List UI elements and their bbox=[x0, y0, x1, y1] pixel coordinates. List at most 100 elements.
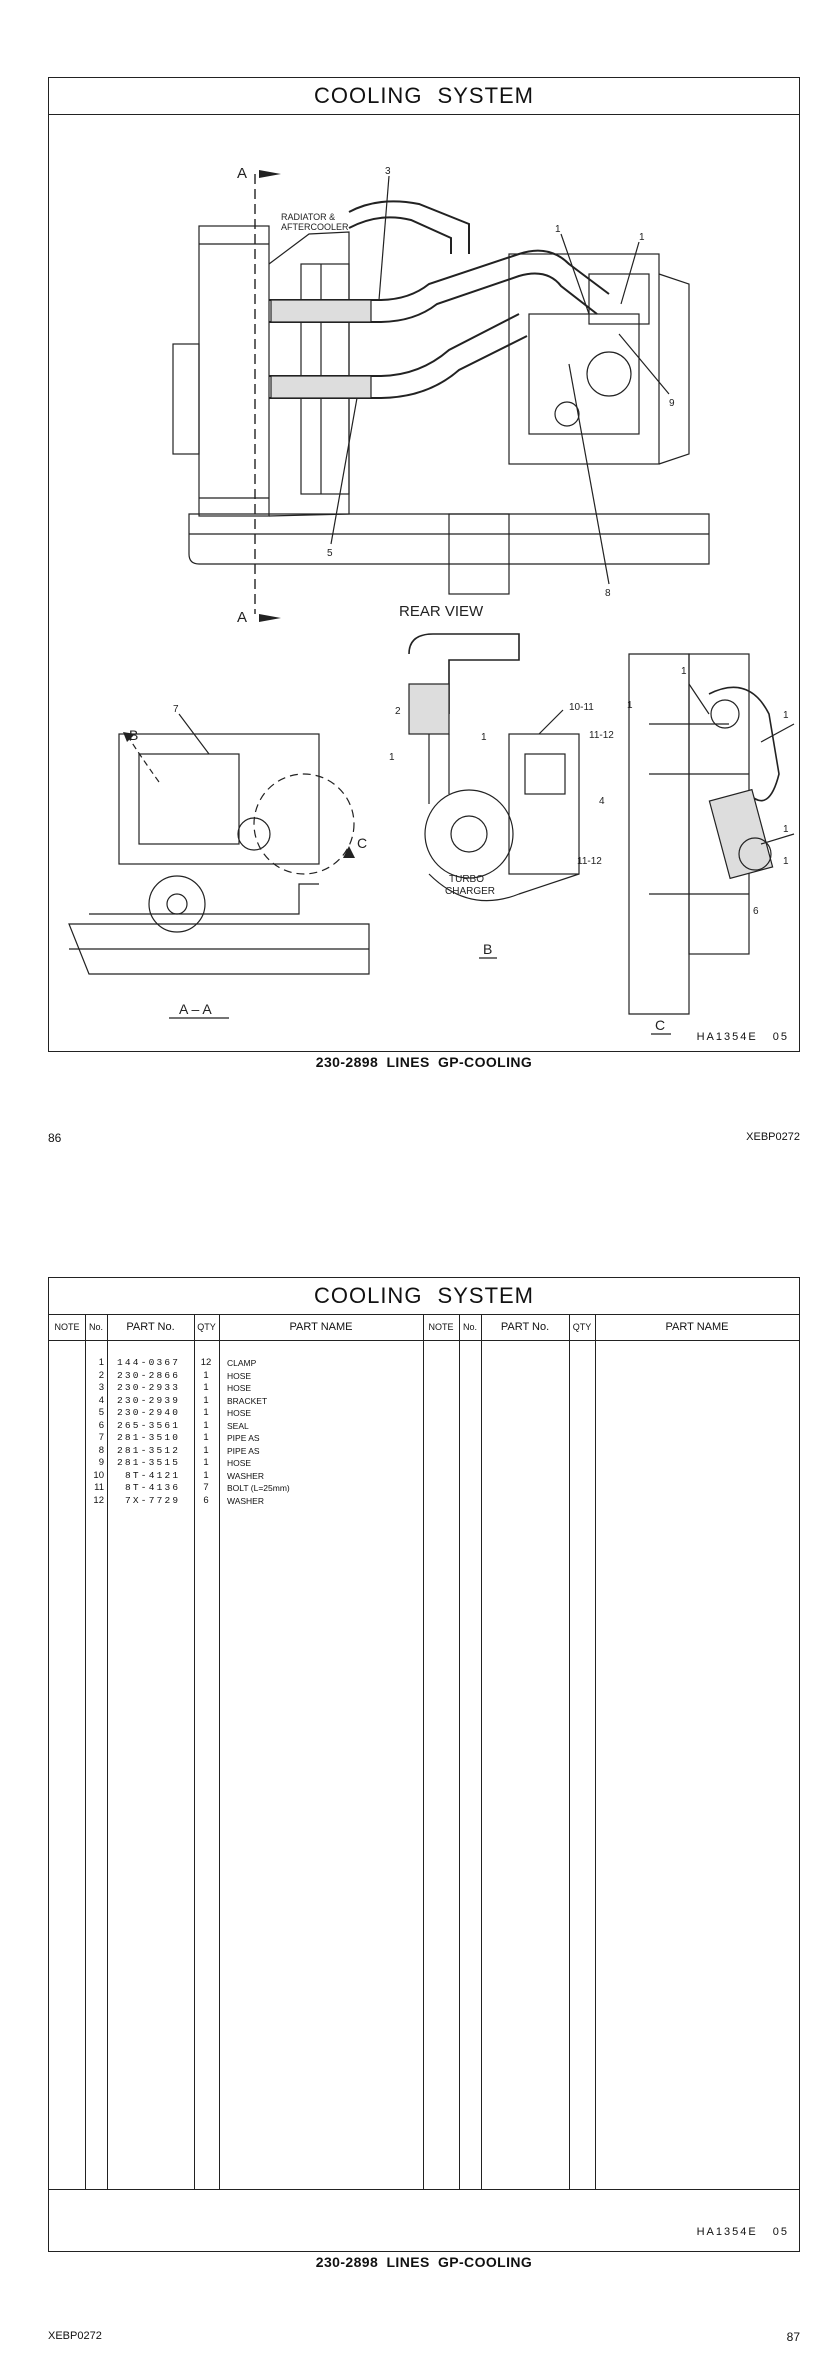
callout-1: 1 bbox=[783, 710, 789, 721]
part-number: 230-2933 bbox=[117, 1382, 181, 1393]
callout-10-11: 10-11 bbox=[569, 702, 594, 713]
part-number: 281-3512 bbox=[117, 1444, 181, 1456]
page-title: COOLING SYSTEM bbox=[49, 78, 799, 115]
part-number: 281-3510 bbox=[117, 1432, 181, 1443]
view-aa-drawing bbox=[68, 713, 370, 975]
part-number: 8T-4136 bbox=[125, 1482, 181, 1493]
rear-view-label: REAR VIEW bbox=[399, 603, 484, 620]
callout-1: 1 bbox=[681, 666, 687, 677]
callout-5: 5 bbox=[327, 548, 333, 559]
figure-caption: 230-2898 LINES GP-COOLING bbox=[315, 1054, 533, 1070]
section-a-top: A bbox=[237, 165, 247, 182]
table-row: 12 7X-7729 6 WASHER bbox=[49, 1495, 409, 1508]
header-note: NOTE bbox=[428, 1322, 454, 1332]
table-header-row bbox=[49, 1314, 799, 1341]
table-row: 6 265-3561 1 SEAL bbox=[49, 1420, 409, 1433]
view-c-drawing bbox=[628, 653, 795, 1015]
figure-caption: 230-2898 LINES GP-COOLING bbox=[315, 2254, 533, 2270]
part-name: PIPE AS bbox=[227, 1445, 260, 1456]
callout-8: 8 bbox=[605, 588, 611, 599]
figure-code: HA1354E 05 bbox=[696, 2226, 789, 2238]
part-number: 230-2939 bbox=[117, 1394, 181, 1406]
table-row: 2 230-2866 1 HOSE bbox=[49, 1370, 409, 1383]
section-a-bottom: A bbox=[237, 609, 247, 626]
header-no: No. bbox=[88, 1322, 103, 1332]
quantity: 1 bbox=[203, 1407, 209, 1418]
part-name: BOLT (L=25mm) bbox=[227, 1483, 290, 1493]
quantity: 7 bbox=[203, 1482, 209, 1493]
callout-1: 1 bbox=[783, 856, 789, 867]
table-row: 9 281-3515 1 HOSE bbox=[49, 1457, 409, 1470]
part-name: HOSE bbox=[227, 1383, 252, 1393]
quantity: 1 bbox=[203, 1469, 209, 1481]
part-number: 265-3561 bbox=[117, 1419, 181, 1431]
quantity: 1 bbox=[203, 1432, 209, 1443]
page-title: COOLING SYSTEM bbox=[49, 1278, 799, 1315]
callout-1: 1 bbox=[639, 232, 645, 243]
item-number: 11 bbox=[94, 1482, 104, 1493]
callout-1: 1 bbox=[481, 732, 487, 743]
quantity: 1 bbox=[203, 1369, 209, 1381]
item-number: 10 bbox=[93, 1469, 104, 1481]
table-row: 8 281-3512 1 PIPE AS bbox=[49, 1445, 409, 1458]
page-number: 87 bbox=[786, 2330, 800, 2344]
callout-7: 7 bbox=[173, 704, 179, 715]
callout-3: 3 bbox=[385, 166, 391, 177]
part-name: BRACKET bbox=[227, 1395, 268, 1406]
page-number: 86 bbox=[48, 1131, 62, 1145]
charger-label: CHARGER bbox=[445, 886, 495, 897]
item-number: 6 bbox=[98, 1419, 104, 1431]
header-part-name: PART NAME bbox=[665, 1321, 729, 1333]
radiator-label: RADIATOR & bbox=[281, 212, 335, 222]
quantity: 1 bbox=[203, 1444, 209, 1456]
part-number: 8T-4121 bbox=[125, 1469, 181, 1481]
quantity: 12 bbox=[200, 1357, 212, 1368]
callout-1: 1 bbox=[783, 824, 789, 835]
table-row: 10 8T-4121 1 WASHER bbox=[49, 1470, 409, 1483]
part-name: CLAMP bbox=[227, 1358, 257, 1368]
callout-1: 1 bbox=[389, 752, 395, 763]
item-number: 5 bbox=[98, 1407, 104, 1418]
item-number: 7 bbox=[98, 1432, 104, 1443]
view-c-label: C bbox=[655, 1017, 665, 1033]
callout-1: 1 bbox=[627, 700, 633, 711]
callout-11-12: 11-12 bbox=[589, 730, 614, 741]
part-number: 281-3515 bbox=[117, 1457, 181, 1468]
item-number: 4 bbox=[98, 1394, 104, 1406]
document-id: XEBP0272 bbox=[746, 1131, 800, 1143]
item-number: 2 bbox=[98, 1369, 104, 1381]
part-name: PIPE AS bbox=[227, 1433, 260, 1443]
table-row: 5 230-2940 1 HOSE bbox=[49, 1407, 409, 1420]
quantity: 6 bbox=[203, 1494, 209, 1506]
callout-1: 1 bbox=[555, 224, 561, 235]
view-b-label: B bbox=[483, 941, 492, 957]
callout-2: 2 bbox=[395, 706, 401, 717]
callout-6: 6 bbox=[753, 906, 759, 917]
table-bottom-rule bbox=[49, 2189, 799, 2190]
table-row: 3 230-2933 1 HOSE bbox=[49, 1382, 409, 1395]
part-number: 144-0367 bbox=[117, 1357, 181, 1368]
item-number: 9 bbox=[98, 1457, 104, 1468]
header-part-no: PART No. bbox=[500, 1321, 550, 1333]
part-name: HOSE bbox=[227, 1458, 252, 1468]
part-number: 230-2940 bbox=[117, 1407, 181, 1418]
header-qty: QTY bbox=[572, 1322, 592, 1332]
view-aa-label: A – A bbox=[179, 1001, 212, 1017]
turbo-label: TURBO bbox=[449, 874, 484, 885]
table-row: 4 230-2939 1 BRACKET bbox=[49, 1395, 409, 1408]
header-qty: QTY bbox=[197, 1322, 216, 1332]
arrow-b-label: B bbox=[129, 727, 138, 743]
table-row: 11 8T-4136 7 BOLT (L=25mm) bbox=[49, 1482, 409, 1495]
part-number: 7X-7729 bbox=[125, 1494, 181, 1506]
view-b-drawing bbox=[408, 633, 580, 902]
header-note: NOTE bbox=[54, 1322, 80, 1332]
table-row: 1 144-0367 12 CLAMP bbox=[49, 1357, 409, 1370]
part-name: WASHER bbox=[227, 1470, 264, 1481]
item-number: 12 bbox=[93, 1494, 104, 1506]
callout-9: 9 bbox=[669, 398, 675, 409]
quantity: 1 bbox=[203, 1394, 209, 1406]
item-number: 3 bbox=[98, 1382, 104, 1393]
callout-4: 4 bbox=[599, 796, 605, 807]
arrow-c-label: C bbox=[357, 835, 367, 851]
parts-list-frame: COOLING SYSTEM NOTE No. PART No. QTY PAR… bbox=[48, 1277, 800, 2252]
